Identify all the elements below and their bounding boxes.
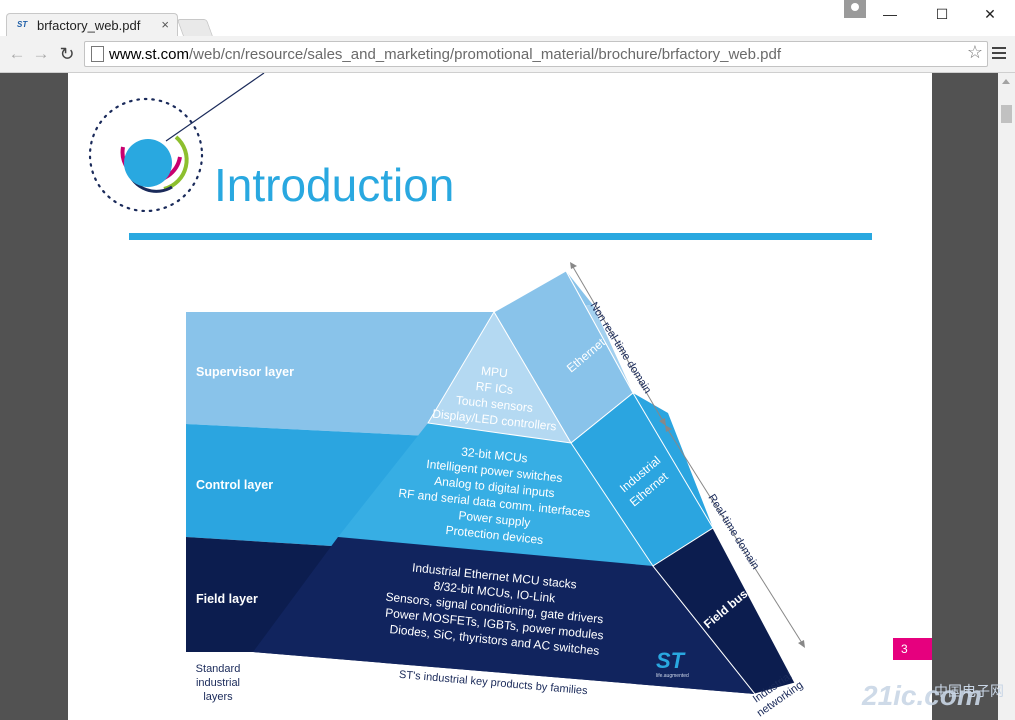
product-item: MPU <box>480 364 508 381</box>
tab-title: brfactory_web.pdf <box>37 18 141 33</box>
url-text[interactable]: www.st.com/web/cn/resource/sales_and_mar… <box>109 46 781 63</box>
tab-active[interactable]: ST brfactory_web.pdf × <box>6 13 178 38</box>
forward-button[interactable]: → <box>32 44 50 63</box>
profile-button[interactable] <box>844 0 866 18</box>
control-layer-label: Control layer <box>196 478 273 492</box>
supervisor-layer-label: Supervisor layer <box>196 365 294 379</box>
menu-icon[interactable] <box>990 44 1008 62</box>
vertical-scrollbar[interactable] <box>998 73 1015 720</box>
footer-left-line: Standard <box>196 663 241 675</box>
minimize-button[interactable]: — <box>883 6 897 22</box>
reload-button[interactable]: ↻ <box>59 44 75 64</box>
close-window-button[interactable]: ✕ <box>984 6 996 22</box>
pdf-page: Introduction Supervisor layer <box>68 73 932 720</box>
st-logo: ST life.augmented <box>656 648 689 679</box>
realtime-arrow <box>667 429 803 644</box>
new-tab-button[interactable] <box>176 19 214 37</box>
pyramid-bottom-face <box>253 537 755 694</box>
pdf-viewer: Introduction Supervisor layer <box>0 73 1015 720</box>
footer-left: Standard industrial layers <box>196 663 241 703</box>
scroll-up-icon[interactable] <box>1002 79 1010 84</box>
maximize-button[interactable]: ☐ <box>935 6 949 22</box>
watermark-logo: 21ic.com <box>862 680 982 711</box>
url-host: www.st.com <box>109 46 190 63</box>
title-bar: ST brfactory_web.pdf × — ☐ ✕ <box>0 0 1015 38</box>
pyramid-middle-face <box>338 423 653 566</box>
page-number-badge: 3 <box>893 638 932 660</box>
product-item: RF ICs <box>475 379 514 397</box>
footer-left-line: industrial <box>196 677 240 689</box>
page-heading: Introduction <box>214 159 454 211</box>
scroll-thumb[interactable] <box>1001 105 1012 123</box>
field-layer-label: Field layer <box>196 592 258 606</box>
st-favicon-icon: ST <box>17 20 28 29</box>
user-icon <box>851 3 859 11</box>
page-graphic: Introduction Supervisor layer <box>88 73 872 719</box>
footer-left-line: layers <box>203 691 233 703</box>
url-path: /web/cn/resource/sales_and_marketing/pro… <box>189 46 781 63</box>
header-emblem <box>88 73 265 213</box>
toolbar: ← → ↻ www.st.com/web/cn/resource/sales_a… <box>0 36 1015 73</box>
bookmark-star-icon[interactable]: ☆ <box>966 42 983 62</box>
back-button[interactable]: ← <box>8 44 26 63</box>
product-item: 32-bit MCUs <box>461 445 529 466</box>
address-bar[interactable]: www.st.com/web/cn/resource/sales_and_mar… <box>84 41 988 67</box>
tab-close-icon[interactable]: × <box>161 17 169 32</box>
watermark-cn-text: 中国电子网 <box>934 683 1004 699</box>
svg-text:ST: ST <box>656 648 686 673</box>
page-icon <box>91 46 104 62</box>
heading-rule <box>129 233 872 240</box>
non-realtime-arrow <box>572 266 664 422</box>
svg-text:life.augmented: life.augmented <box>656 673 689 679</box>
